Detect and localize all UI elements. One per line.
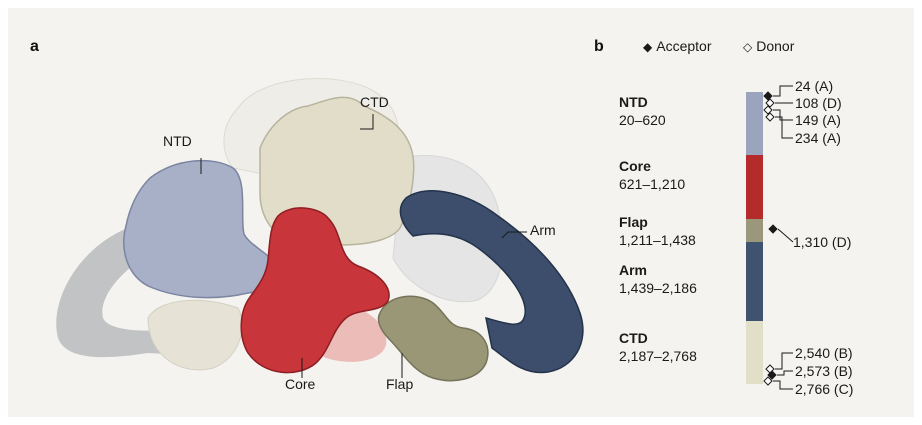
domain-range-flap: 1,211–1,438 <box>619 232 696 248</box>
domain-name-core: Core <box>619 158 651 174</box>
bar-segment-ctd <box>746 321 763 384</box>
bar-segment-arm <box>746 242 763 321</box>
acceptor-diamond-icon: ◆ <box>643 40 652 54</box>
cream-piece-lower <box>148 300 242 370</box>
legend-donor-label: Donor <box>756 38 794 54</box>
site-label-2540: 2,540 (B) <box>795 345 853 361</box>
domain-range-core: 621–1,210 <box>619 176 685 192</box>
donor-diamond-icon: ◇ <box>743 40 752 54</box>
bar-segment-core <box>746 155 763 219</box>
donor-site-marker <box>766 113 774 121</box>
bar-segment-flap <box>746 219 763 242</box>
label-core: Core <box>285 376 315 392</box>
site-leader-line <box>773 110 793 120</box>
domain-name-arm: Arm <box>619 262 647 278</box>
domain-range-ctd: 2,187–2,768 <box>619 348 697 364</box>
site-leader-line <box>778 229 793 242</box>
legend-acceptor: ◆ Acceptor <box>643 38 711 55</box>
domain-name-ctd: CTD <box>619 330 648 346</box>
domain-range-arm: 1,439–2,186 <box>619 280 697 296</box>
label-ntd: NTD <box>163 133 192 149</box>
acceptor-site-marker <box>764 92 772 100</box>
site-label-149: 149 (A) <box>795 112 841 128</box>
site-label-234: 234 (A) <box>795 130 841 146</box>
acceptor-site-marker <box>769 225 777 233</box>
site-label-2573: 2,573 (B) <box>795 363 853 379</box>
legend-acceptor-label: Acceptor <box>656 38 711 54</box>
site-leader-line <box>775 353 793 369</box>
panel-b-letter: b <box>594 38 604 56</box>
site-label-24: 24 (A) <box>795 78 833 94</box>
label-arm: Arm <box>530 222 556 238</box>
legend-donor: ◇ Donor <box>743 38 794 55</box>
site-leader-line <box>773 86 793 96</box>
ntd-shape <box>124 161 277 298</box>
donor-site-marker <box>766 99 774 107</box>
domain-range-ntd: 20–620 <box>619 112 666 128</box>
site-label-1310: 1,310 (D) <box>793 234 851 250</box>
figure-panel: a NTD CTD Arm Core Flap b <box>8 8 914 417</box>
domain-bar <box>746 92 763 384</box>
domain-name-flap: Flap <box>619 214 648 230</box>
structure-illustration <box>8 8 914 417</box>
bar-segment-ntd <box>746 92 763 155</box>
site-label-2766: 2,766 (C) <box>795 381 853 397</box>
site-markers <box>764 86 793 389</box>
label-flap: Flap <box>386 376 413 392</box>
donor-site-marker <box>764 106 772 114</box>
site-leader-line <box>777 371 793 375</box>
label-ctd: CTD <box>360 94 389 110</box>
site-label-108: 108 (D) <box>795 95 842 111</box>
domain-name-ntd: NTD <box>619 94 648 110</box>
flap-shape <box>378 296 487 380</box>
site-leader-line <box>773 381 793 389</box>
